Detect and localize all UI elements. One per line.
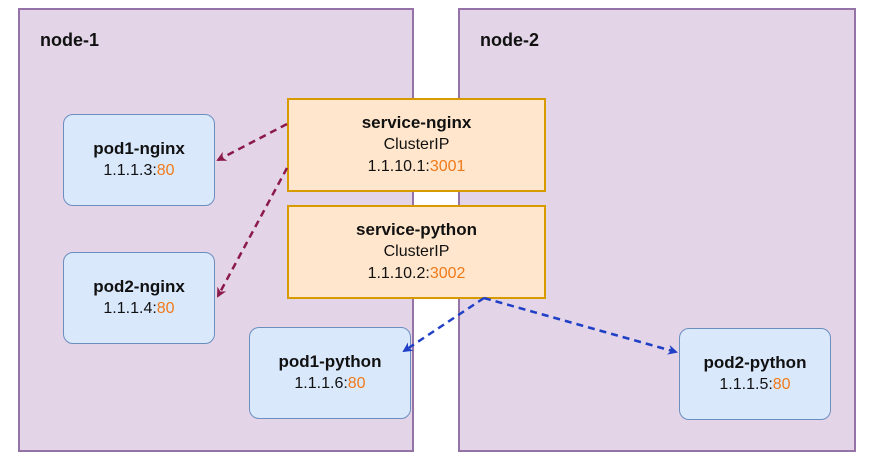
pod1-python-name: pod1-python [278, 352, 382, 371]
pod2-nginx-box: pod2-nginx 1.1.1.4:80 [63, 252, 215, 344]
service-python-type: ClusterIP [383, 243, 450, 260]
service-nginx-type: ClusterIP [383, 136, 450, 153]
node-1-label: node-1 [40, 30, 100, 50]
pod2-python-address: 1.1.1.5:80 [719, 376, 791, 393]
pod1-nginx-name: pod1-nginx [93, 139, 185, 158]
service-python-box: service-python ClusterIP 1.1.10.2:3002 [287, 205, 546, 299]
service-nginx-name: service-nginx [361, 113, 472, 132]
arrow-service-python-to-pod1-python [402, 296, 485, 353]
service-python-name: service-python [356, 220, 477, 239]
node-2-label: node-2 [480, 30, 540, 50]
pod2-nginx-address: 1.1.1.4:80 [103, 300, 175, 317]
pod1-python-box: pod1-python 1.1.1.6:80 [249, 327, 411, 419]
pod1-nginx-address: 1.1.1.3:80 [103, 162, 175, 179]
arrow-service-nginx-to-pod2-nginx [216, 167, 289, 298]
service-python-address: 1.1.10.2:3002 [367, 265, 466, 282]
arrow-service-python-to-pod2-python [483, 296, 678, 355]
pod2-python-name: pod2-python [703, 353, 807, 372]
pod2-nginx-name: pod2-nginx [93, 277, 185, 296]
service-nginx-box: service-nginx ClusterIP 1.1.10.1:3001 [287, 98, 546, 192]
pod1-python-address: 1.1.1.6:80 [294, 375, 366, 392]
pod1-nginx-box: pod1-nginx 1.1.1.3:80 [63, 114, 215, 206]
service-nginx-address: 1.1.10.1:3001 [367, 158, 466, 175]
pod2-python-box: pod2-python 1.1.1.5:80 [679, 328, 831, 420]
arrow-service-nginx-to-pod1-nginx [216, 122, 288, 162]
